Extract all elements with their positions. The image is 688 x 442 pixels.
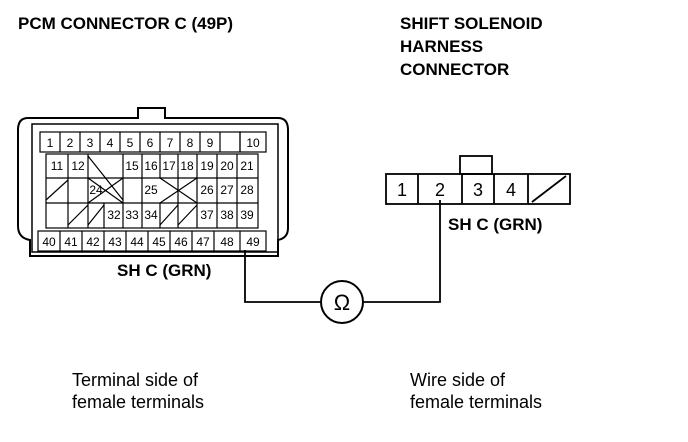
- pcm-pin-46: 46: [174, 235, 188, 249]
- pcm-pin-25: 25: [144, 183, 158, 197]
- pcm-pin-18: 18: [180, 159, 194, 173]
- pcm-pin-3: 3: [87, 136, 94, 150]
- solenoid-connector-title-line2: HARNESS: [400, 37, 484, 56]
- pcm-pin-40: 40: [42, 235, 56, 249]
- pcm-pin-labels: 1 2 3 4 5 6 7 8 9 10 11 12 15 16 17 18 1…: [42, 136, 260, 249]
- pcm-caption-line2: female terminals: [72, 392, 205, 412]
- pcm-pin-34: 34: [144, 208, 158, 222]
- pcm-pin-38: 38: [220, 208, 234, 222]
- solenoid-pin-2: 2: [435, 180, 445, 200]
- pcm-pin-11: 11: [51, 159, 64, 173]
- pcm-pin-10: 10: [246, 136, 260, 150]
- solenoid-caption-line2: female terminals: [410, 392, 543, 412]
- pcm-pin-21: 21: [240, 159, 254, 173]
- pcm-pin-16: 16: [144, 159, 158, 173]
- solenoid-wire-label: SH C (GRN): [448, 215, 542, 234]
- pcm-pin-33: 33: [125, 208, 139, 222]
- pcm-pin-2: 2: [67, 136, 74, 150]
- solenoid-connector-title-line1: SHIFT SOLENOID: [400, 14, 543, 33]
- ohmmeter-icon: Ω: [320, 280, 364, 324]
- pcm-pin-15: 15: [125, 159, 139, 173]
- pcm-pin-45: 45: [152, 235, 166, 249]
- pcm-pin-48: 48: [220, 235, 234, 249]
- solenoid-pin-4: 4: [506, 180, 516, 200]
- pcm-pin-7: 7: [167, 136, 174, 150]
- pcm-pin-27: 27: [220, 183, 234, 197]
- pcm-pin-12: 12: [71, 159, 85, 173]
- pcm-pin-42: 42: [86, 235, 100, 249]
- pcm-pin-4: 4: [107, 136, 114, 150]
- solenoid-pin-1: 1: [397, 180, 407, 200]
- pcm-pin-28: 28: [240, 183, 254, 197]
- pcm-pin-5: 5: [127, 136, 134, 150]
- pcm-pin-8: 8: [187, 136, 194, 150]
- pcm-pin-47: 47: [196, 235, 210, 249]
- pcm-connector-title: PCM CONNECTOR C (49P): [18, 14, 234, 33]
- pcm-pin-49: 49: [246, 235, 260, 249]
- pcm-pin-9: 9: [207, 136, 214, 150]
- pcm-pin-24: 24: [89, 183, 103, 197]
- pcm-pin-26: 26: [200, 183, 214, 197]
- pcm-connector-grid: [37, 131, 267, 252]
- ohm-symbol: Ω: [334, 290, 350, 315]
- pcm-pin-6: 6: [147, 136, 154, 150]
- solenoid-connector-title-line3: CONNECTOR: [400, 60, 510, 79]
- solenoid-caption-line1: Wire side of: [410, 370, 506, 390]
- solenoid-pin-3: 3: [473, 180, 483, 200]
- solenoid-pin-labels: 1 2 3 4: [397, 180, 516, 200]
- pcm-wire-label: SH C (GRN): [117, 261, 211, 280]
- pcm-pin-1: 1: [47, 136, 54, 150]
- pcm-pin-41: 41: [64, 235, 78, 249]
- pcm-pin-37: 37: [200, 208, 214, 222]
- pcm-caption-line1: Terminal side of: [72, 370, 199, 390]
- solenoid-connector-housing: [385, 155, 571, 205]
- pcm-pin-43: 43: [108, 235, 122, 249]
- pcm-pin-19: 19: [200, 159, 214, 173]
- pcm-pin-20: 20: [220, 159, 234, 173]
- test-wire: [244, 200, 441, 303]
- pcm-pin-32: 32: [107, 208, 121, 222]
- pcm-pin-17: 17: [162, 159, 176, 173]
- pcm-pin-39: 39: [240, 208, 254, 222]
- pcm-pin-44: 44: [130, 235, 144, 249]
- pcm-connector-housing: [17, 107, 289, 257]
